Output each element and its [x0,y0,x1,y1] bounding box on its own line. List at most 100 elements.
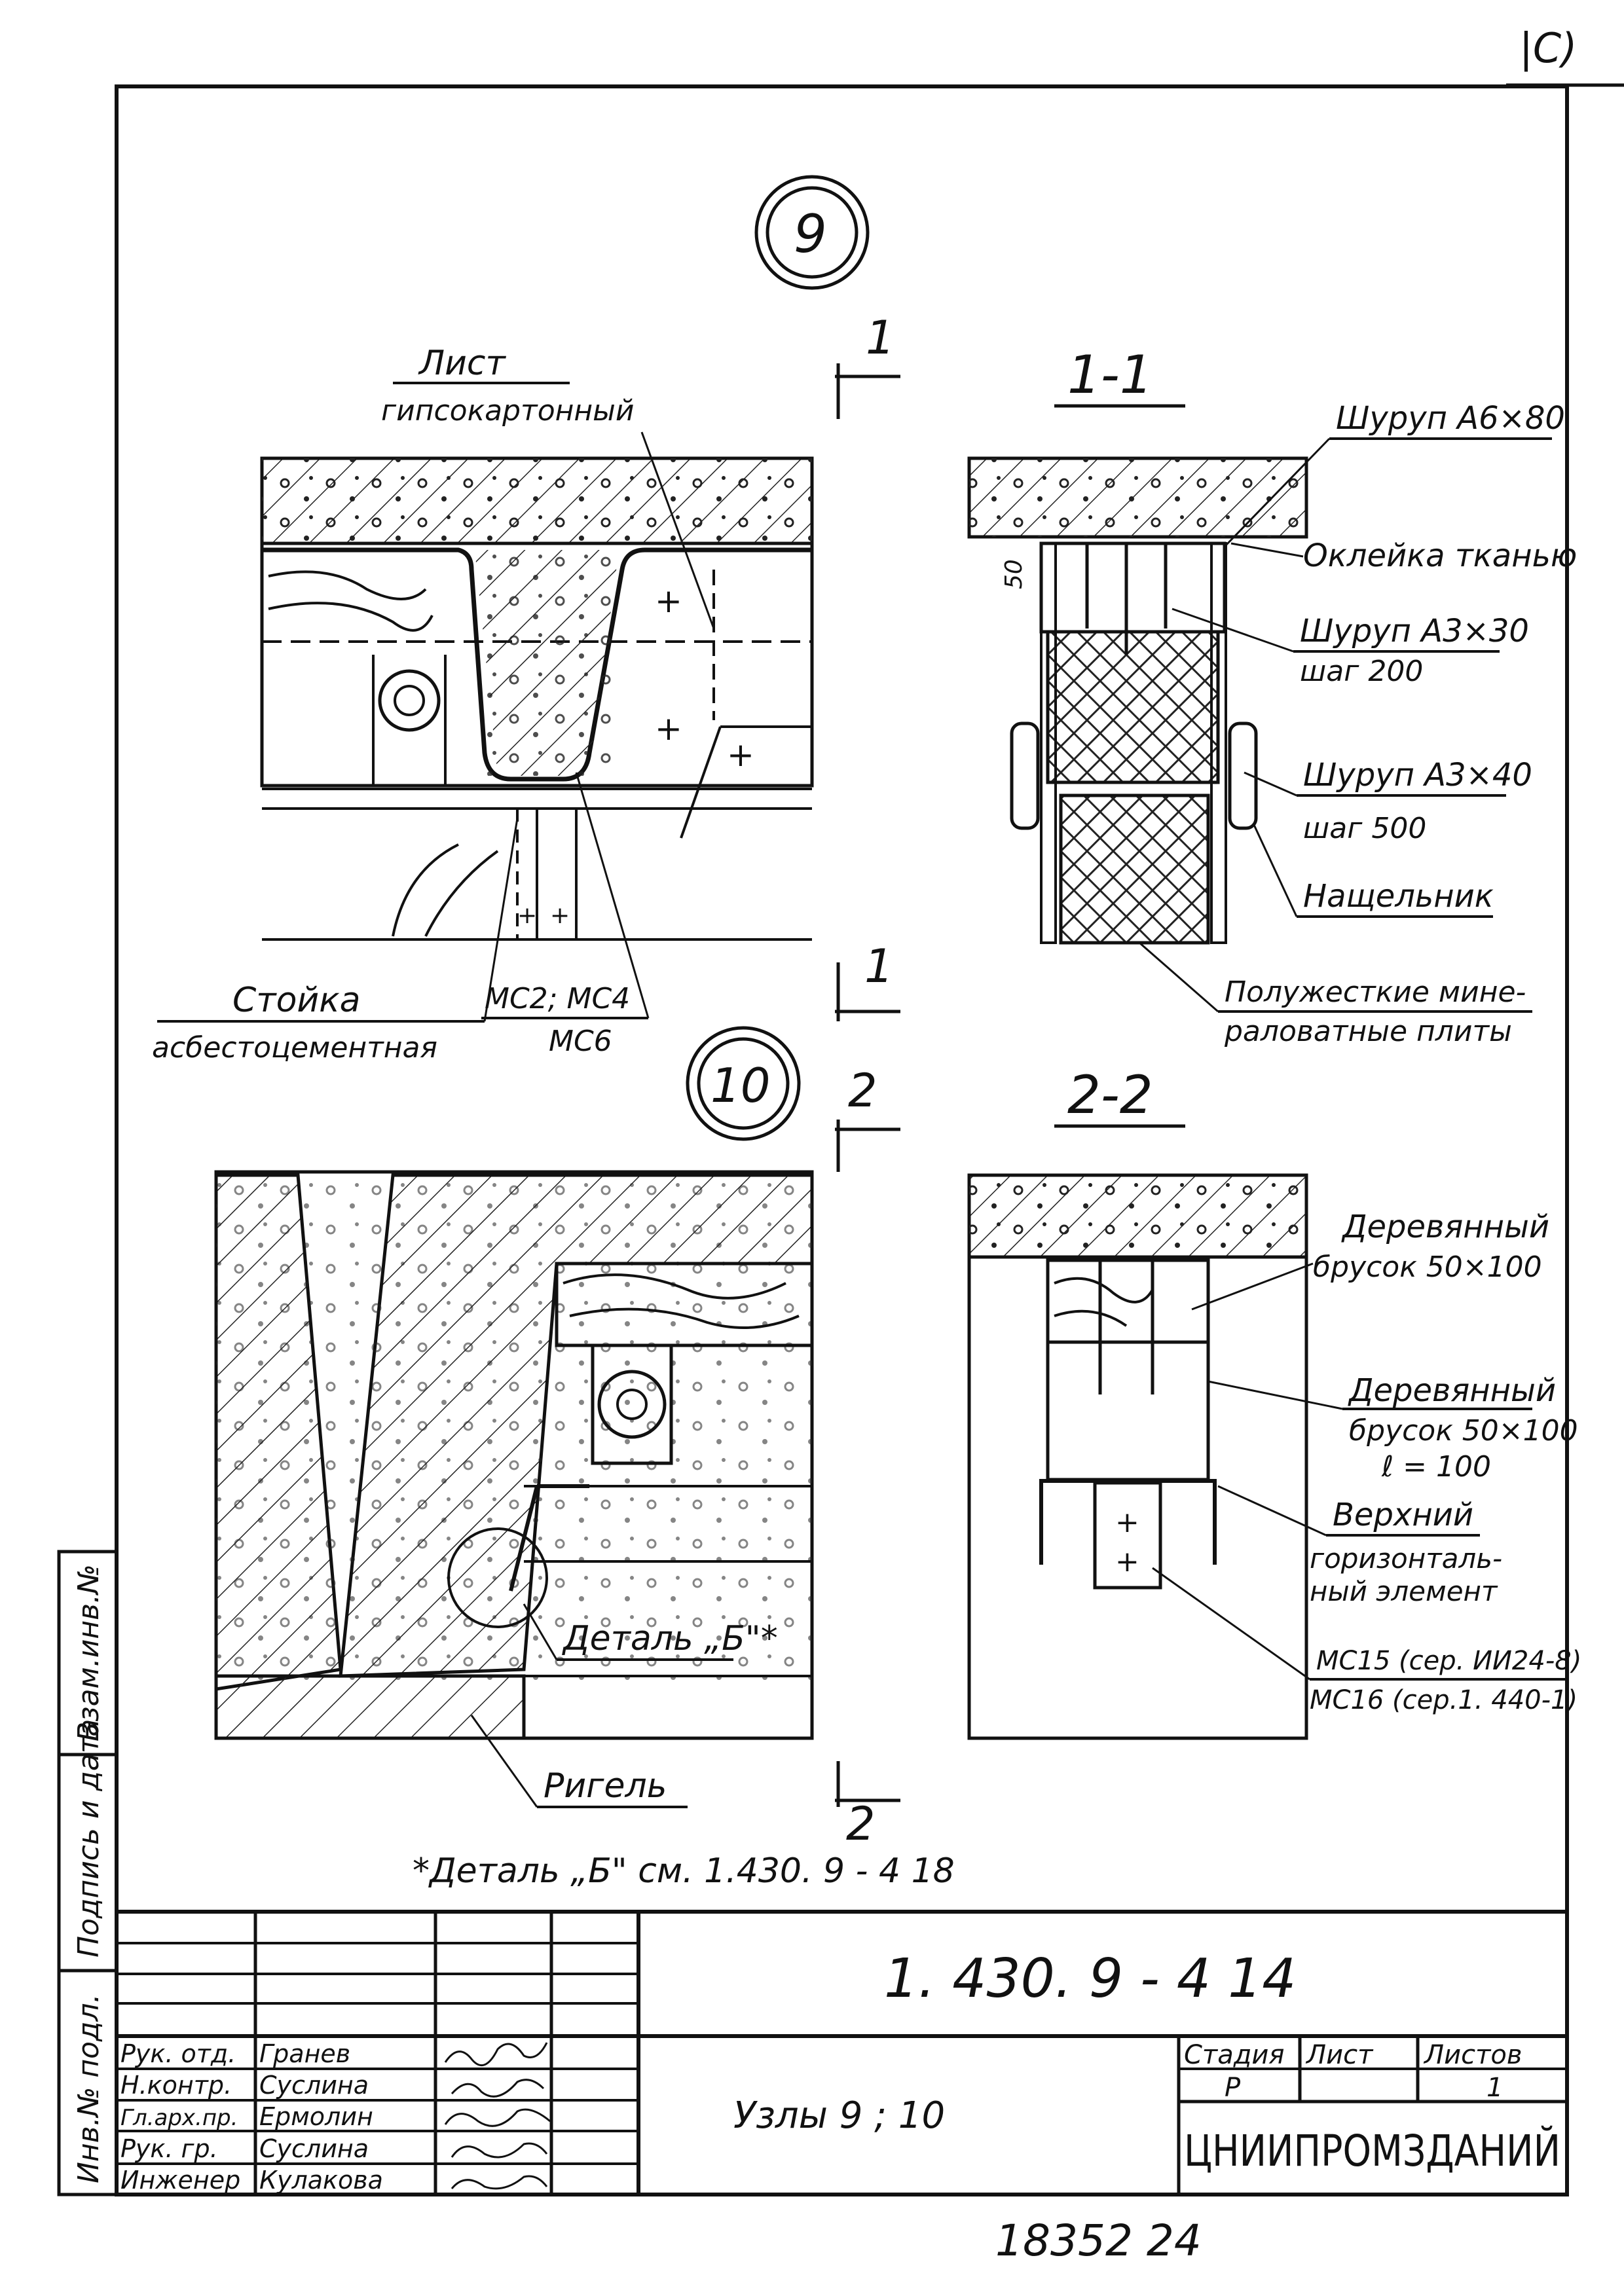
section-2-2-post [1093,1481,1162,1590]
signature-4 [451,2142,548,2159]
leader-top [1217,1485,1327,1537]
leader-mc [575,772,650,1019]
leader-glue [1230,542,1304,558]
sheet-header: Лист [1305,2040,1374,2070]
section-2-2-wood-grain [1054,1277,1154,1327]
signature-2 [451,2079,545,2098]
node-10-section-mark-top: 2 [848,1064,877,1118]
section-1-1-insulation [1046,630,1220,784]
label-wood1b: брусок 50×100 [1313,1250,1542,1284]
cross-mark-3: + [727,736,754,774]
leader-detail [523,1603,558,1660]
wood-grain-2 [392,843,499,937]
cross-mark-2: + [655,710,682,748]
cross-mark-7: + [1115,1545,1139,1578]
gypsum-sheet-profile [262,547,812,782]
section-1-1-title: 1-1 [1067,344,1153,405]
leader-wood2 [1208,1380,1343,1410]
leader-strip [1253,824,1298,917]
label-post-2: асбестоцементная [152,1031,437,1065]
leader-screw2 [1172,608,1294,653]
section-1-1-facing-left [1040,542,1057,944]
name-2: Суслина [259,2071,369,2100]
left-stamp-column: Взам.инв.№ Подпись и дата Инв.№ подл. [57,1550,119,2196]
label-mc: МС2; МС4 [485,982,630,1015]
organization: ЦНИИПРОМЗДАНИЙ [1184,2125,1560,2176]
label-plates: Полужесткие мине- [1225,975,1526,1009]
label-post: Стойка [232,981,360,1020]
section-2-2-slab-aggregate [969,1175,1306,1257]
label-mc15: МС15 (сер. ИИ24-8) [1316,1646,1581,1676]
label-wood2b: брусок 50×100 [1349,1414,1578,1448]
section-1-1-slab-aggregate [969,458,1306,537]
name-3: Ермолин [259,2102,373,2131]
node-9-slab-aggregate [262,458,812,543]
role-5: Инженер [120,2166,240,2195]
section-2-2-drawing: 2-2 + + Деревянный брусок 50×100 Деревян… [967,1065,1581,1740]
node-10-marker-text: 10 [710,1058,771,1113]
inv-repl-label: Взам.инв.№ [72,1564,105,1741]
node-9-marker-outer [754,175,870,290]
node-10-marker-outer [686,1026,801,1141]
label-detail: Деталь „Б"* [562,1619,778,1658]
section-1-1-lower-insulation [1059,793,1210,945]
sheet-title: Узлы 9 ; 10 [733,2094,945,2137]
sign-date-label: Подпись и дата [72,1719,105,1958]
wood-grain [268,570,447,786]
label-top3: ный элемент [1310,1575,1498,1607]
leader-wood1 [1191,1262,1314,1311]
section-2-2-frame [967,1255,1308,1740]
label-wood2c: ℓ = 100 [1381,1450,1491,1484]
name-5: Кулакова [259,2166,383,2195]
node-9-section-mark-bottom: 1 [864,939,894,993]
section-1-1-dim: 50 [1001,559,1027,589]
node-9-drawing: 9 1 Лист гипсокартонный + + + + [152,175,900,1065]
node-10-post [591,1343,673,1465]
label-wood2: Деревянный [1348,1372,1556,1409]
node-10-bolt-inner [616,1389,648,1420]
label-strip: Нащельник [1303,878,1494,915]
leader-post [483,818,519,1022]
cross-mark-1: + [655,582,682,620]
node-10-wood-block [555,1262,814,1347]
label-step2: шаг 200 [1300,655,1423,688]
cross-mark-4: + [517,902,537,929]
leader-beam [470,1715,538,1808]
node-10-wood-grain [563,1273,800,1329]
cross-mark-6: + [1115,1506,1139,1539]
cross-mark-5: + [550,902,570,929]
signature-5 [451,2175,548,2190]
label-mc16: МС16 (сер.1. 440-1) [1310,1685,1578,1715]
section-2-2-block [1046,1340,1210,1482]
name-4: Суслина [259,2134,369,2163]
node-10-aggregate [216,1175,812,1686]
label-screw1: Шуруп А6×80 [1336,400,1565,437]
label-top2: горизонталь- [1310,1542,1502,1575]
section-2-2-channel [1039,1479,1217,1565]
role-3: Гл.арх.пр. [120,2105,238,2131]
role-2: Н.контр. [120,2071,232,2100]
leader-mc15 [1152,1567,1310,1681]
node-9-marker-inner [766,186,858,279]
sheets-value: 1 [1486,2073,1503,2103]
section-2-2-title: 2-2 [1067,1065,1153,1125]
label-plates-2: раловатные плиты [1224,1015,1512,1048]
role-1: Рук. отд. [120,2039,236,2068]
bottom-number: 18352 24 [995,2215,1202,2266]
node-9-section-mark-top: 1 [866,311,895,365]
inv-orig-label: Инв.№ подл. [72,1994,105,2183]
corner-mark: |С) [1519,24,1577,73]
gypsum-core-aggregate [475,550,619,776]
node-9-marker-text: 9 [794,204,827,264]
node-9-panel [260,541,814,788]
leader-plates [1139,941,1219,1013]
section-1-1-strip-right [1228,721,1258,830]
signature-3 [444,2108,551,2127]
signature-1 [444,2042,548,2066]
node-10-section-mark-bottom: 2 [846,1797,876,1851]
node-10-bolt [597,1370,667,1439]
node-10-drawing: 10 2 Деталь „Б"* Ригель 2 [214,1026,900,1851]
node-10-bottom-slab [214,1674,526,1740]
label-mc-2: МС6 [549,1025,612,1058]
label-beam: Ригель [544,1766,667,1806]
